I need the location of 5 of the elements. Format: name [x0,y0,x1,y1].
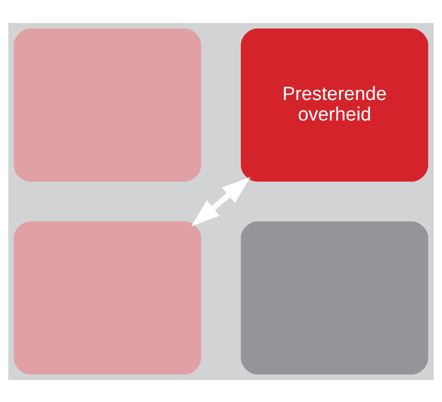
node-box [14,220,202,374]
node-box [14,28,202,182]
arrow [191,176,250,226]
node-box: Presterende overheid [240,28,428,182]
node-box [240,220,428,374]
